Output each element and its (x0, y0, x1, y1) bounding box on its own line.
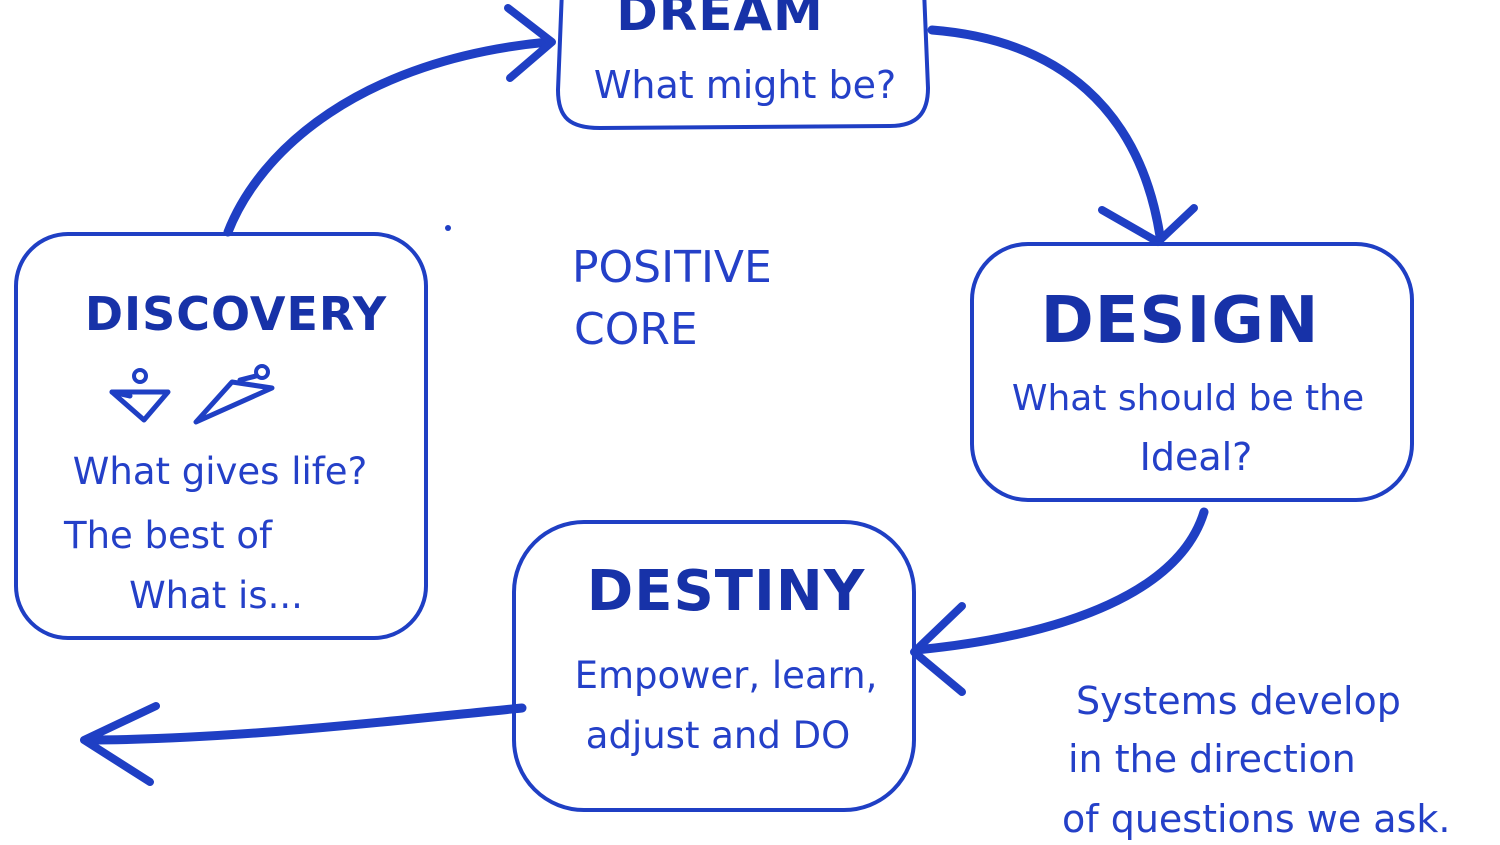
systems-note: Systems develop in the direction of ques… (1062, 679, 1450, 841)
positive-core-line-1: POSITIVE (572, 242, 772, 293)
design-line-2: Ideal? (1140, 435, 1253, 479)
discovery-line-1: What gives life? (73, 450, 367, 493)
positive-core: POSITIVE CORE (572, 242, 772, 355)
destiny-title: DESTINY (587, 559, 866, 624)
person-icon (193, 364, 275, 425)
discovery-title: DISCOVERY (85, 287, 387, 341)
note-line-1: Systems develop (1076, 679, 1401, 723)
discovery-box: DISCOVERY What gives life? The best of W… (14, 232, 428, 640)
destiny-line-2: adjust and DO (586, 714, 850, 757)
arrow-discovery-to-dream (223, 4, 556, 237)
ink-dot (445, 225, 451, 231)
dream-box: DREAM What might be? (556, 0, 930, 130)
arrow-design-to-destiny (910, 507, 1209, 696)
design-title: DESIGN (1041, 284, 1320, 358)
dream-question: What might be? (594, 63, 896, 107)
arrow-dream-to-design (927, 25, 1198, 246)
discovery-line-3: What is... (129, 574, 303, 617)
positive-core-line-2: CORE (574, 304, 698, 355)
destiny-line-1: Empower, learn, (575, 654, 878, 697)
person-icon (109, 368, 171, 423)
note-line-2: in the direction (1068, 737, 1356, 781)
design-line-1: What should be the (1012, 378, 1364, 419)
discovery-line-2: The best of (63, 514, 273, 557)
design-box: DESIGN What should be the Ideal? (970, 242, 1414, 502)
dream-title: DREAM (616, 0, 824, 42)
arrow-destiny-outward (80, 702, 527, 786)
destiny-box: DESTINY Empower, learn, adjust and DO (512, 520, 916, 812)
note-line-3: of questions we ask. (1062, 797, 1450, 841)
